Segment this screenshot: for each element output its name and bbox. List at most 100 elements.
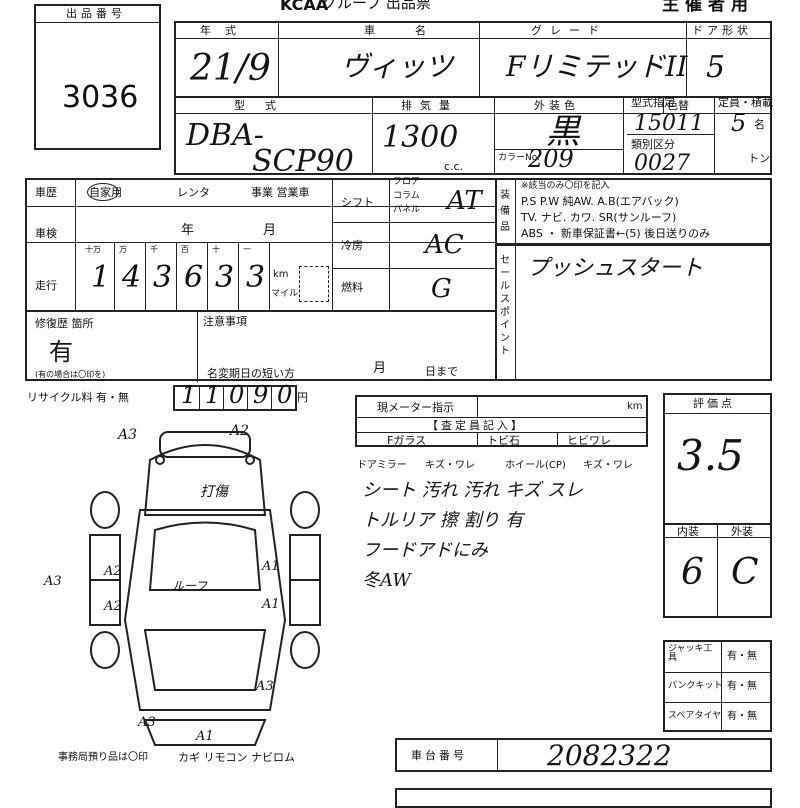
grade-label: グレード (531, 24, 607, 37)
inspection-month-unit: 月 (263, 223, 277, 238)
color-code-label: カラーNo. (498, 153, 540, 163)
mileage-digit: 4 (122, 260, 142, 295)
lot-number: 3036 (62, 80, 139, 115)
jack-opt: 有・無 (727, 651, 757, 662)
hood-note: 打傷 (200, 484, 228, 500)
color-label: 外装色 (534, 99, 579, 112)
mile-checkbox (299, 266, 329, 302)
repair-note: (有の場合は〇印を) (35, 370, 106, 379)
model-label: 型式 (234, 99, 296, 112)
ac-value: AC (425, 230, 464, 260)
name-change-month: 月 (373, 361, 387, 376)
business-use: 事業 営業車 (251, 186, 310, 199)
equipment-line4: ABS ・ 新車保証書←(5) 後日送りのみ (521, 227, 711, 240)
repair-label: 修復歴 箇所 (35, 317, 94, 330)
damage-mark: A3 (256, 679, 274, 694)
recycle-digit: 1 (181, 381, 197, 409)
auction-name: KCAA (280, 0, 329, 14)
inspector-note-1: シート 汚れ 汚れ キズ スレ (362, 480, 583, 501)
name-label: 車名 (364, 24, 466, 37)
meter-km: km (627, 401, 643, 412)
model-value-2: SCP90 (252, 144, 354, 179)
equipment-line2: P.S P.W 純AW. A.B(エアバック) (521, 195, 679, 208)
yen-unit: 円 (297, 391, 308, 404)
spare-tire-opt: 有・無 (727, 711, 757, 722)
mileage-digit: 1 (91, 260, 111, 295)
damage-mark: A3 (138, 715, 156, 730)
damage-mark: A3 (44, 574, 62, 589)
puncture-kit-opt: 有・無 (727, 681, 757, 692)
sales-point-label: セールスポイント (500, 255, 510, 357)
sales-point-text: プッシュスタート (527, 256, 704, 281)
bottom-row (395, 788, 772, 808)
spare-tire-label: スペアタイヤ (668, 711, 722, 721)
shift-label: シフト (341, 196, 374, 209)
history-block: 車歴 自家用 レンタ 事業 営業車 車検 年 月 走行 十万 万 千 百 十 一… (25, 177, 498, 382)
damage-mark: A1 (196, 729, 214, 744)
mileage-digit: 3 (246, 260, 266, 295)
damage-mark: A1 (262, 597, 280, 612)
notes-label: 注意事項 (203, 315, 247, 328)
wheel-label: ホイール(CP) (505, 460, 566, 471)
recycle-digit: 9 (253, 381, 269, 409)
history-label: 車歴 (35, 186, 57, 199)
inspector-note-4: 冬AW (362, 570, 411, 591)
inspector-box: 現メーター指示 km 【査定員記入】 Fガラス トビ石 ヒビワレ (355, 395, 648, 447)
glass-label: Fガラス (387, 434, 427, 447)
owner-label: 主催者用 (662, 0, 754, 15)
mirror-label: ドアミラー (357, 460, 407, 471)
year-value: 21/9 (190, 48, 271, 89)
designation-value: 15011 (634, 111, 704, 136)
capacity-value: 5 (731, 109, 747, 137)
mileage-digits: 十万 万 千 百 十 一 1 4 3 6 3 3 (83, 243, 270, 310)
damage-mark: A2 (104, 599, 122, 614)
shift-column: コラム (393, 191, 420, 201)
wheel-opt: キズ・ワレ (583, 460, 633, 471)
year-label: 年式 (200, 24, 250, 37)
color-change-label: 色替 (667, 99, 689, 112)
mile-unit: マイル (271, 289, 299, 299)
damage-mark: A3 (118, 427, 138, 443)
roof-note: ルーフ (172, 579, 208, 593)
mirror-opt: キズ・ワレ (425, 460, 475, 471)
name-value: ヴィッツ (341, 50, 454, 83)
class-value: 0027 (634, 151, 690, 176)
damage-mark: A2 (104, 564, 122, 579)
exterior-value: C (731, 552, 759, 593)
glass-crack: ヒビワレ (567, 434, 611, 447)
chassis-box: 車台番号 2082322 (395, 738, 772, 772)
shift-panel: パネル (393, 205, 421, 215)
inspector-note-2: トルリア 擦 割り 有 (362, 510, 524, 531)
rental-use: レンタ (177, 186, 210, 199)
displacement-label: 排気量 (401, 99, 458, 112)
mileage-label: 走行 (35, 279, 57, 292)
grade-score: 3.5 (677, 431, 744, 480)
exterior-label: 外装 (731, 525, 753, 538)
shift-floor: フロア (393, 177, 421, 187)
puncture-kit-label: パンクキット (668, 681, 723, 691)
shift-value: AT (447, 186, 482, 216)
meter-label: 現メーター指示 (377, 401, 454, 414)
mileage-digit: 6 (184, 260, 204, 295)
cc-unit: c.c. (444, 160, 464, 173)
lot-label: 出品番号 (66, 7, 126, 20)
color-code-value: 209 (528, 145, 574, 173)
doors-value: 5 (706, 50, 726, 85)
car-damage-diagram (89, 431, 321, 746)
designation-label: 型式指定 (631, 96, 675, 109)
recycle-digit: 1 (205, 381, 221, 409)
grade-value: FリミテッドII (506, 50, 688, 83)
interior-value: 6 (681, 552, 704, 593)
equipment-box: 装備品 ※該当のみ〇印を記入 P.S P.W 純AW. A.B(エアバック) T… (495, 178, 772, 245)
group-title: グループ 出品票 (322, 0, 431, 12)
accessories-box: ジャッキ工具 有・無 パンクキット 有・無 スペアタイヤ 有・無 (663, 640, 772, 732)
fuel-label: 燃料 (341, 281, 363, 294)
name-change-day: 日まで (425, 365, 458, 378)
interior-label: 内装 (677, 525, 699, 538)
recycle-digit: 0 (229, 381, 245, 409)
chassis-label: 車台番号 (411, 749, 467, 762)
capacity-unit: 名 (754, 118, 765, 131)
diagram-footer: 事務局預り品は〇印 (58, 752, 148, 763)
grade-label: 評価点 (693, 397, 735, 410)
private-circle (87, 183, 119, 201)
